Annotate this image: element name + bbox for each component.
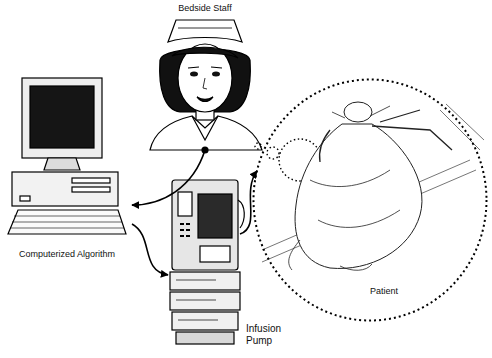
connector-arrow xyxy=(132,224,168,275)
connector-arrow xyxy=(132,150,205,205)
node-label: Computerized Algorithm xyxy=(2,249,132,259)
circle-outline xyxy=(254,80,487,321)
pump-figure xyxy=(170,180,244,344)
computer-figure xyxy=(8,78,126,234)
dotted-circle xyxy=(252,78,488,322)
node-label: Bedside Staff xyxy=(140,3,270,13)
node-label: Infusion Pump xyxy=(246,323,298,346)
pump-figure-node: Infusion Pump xyxy=(168,178,240,348)
staff-figure: Bedside Staff xyxy=(140,0,270,150)
node-label: Patient xyxy=(370,286,430,296)
algorithm-figure: Computerized Algorithm xyxy=(2,75,132,259)
patient-circle: Patient xyxy=(252,78,488,322)
patient-figure xyxy=(262,102,484,270)
nurse-figure xyxy=(150,20,262,150)
